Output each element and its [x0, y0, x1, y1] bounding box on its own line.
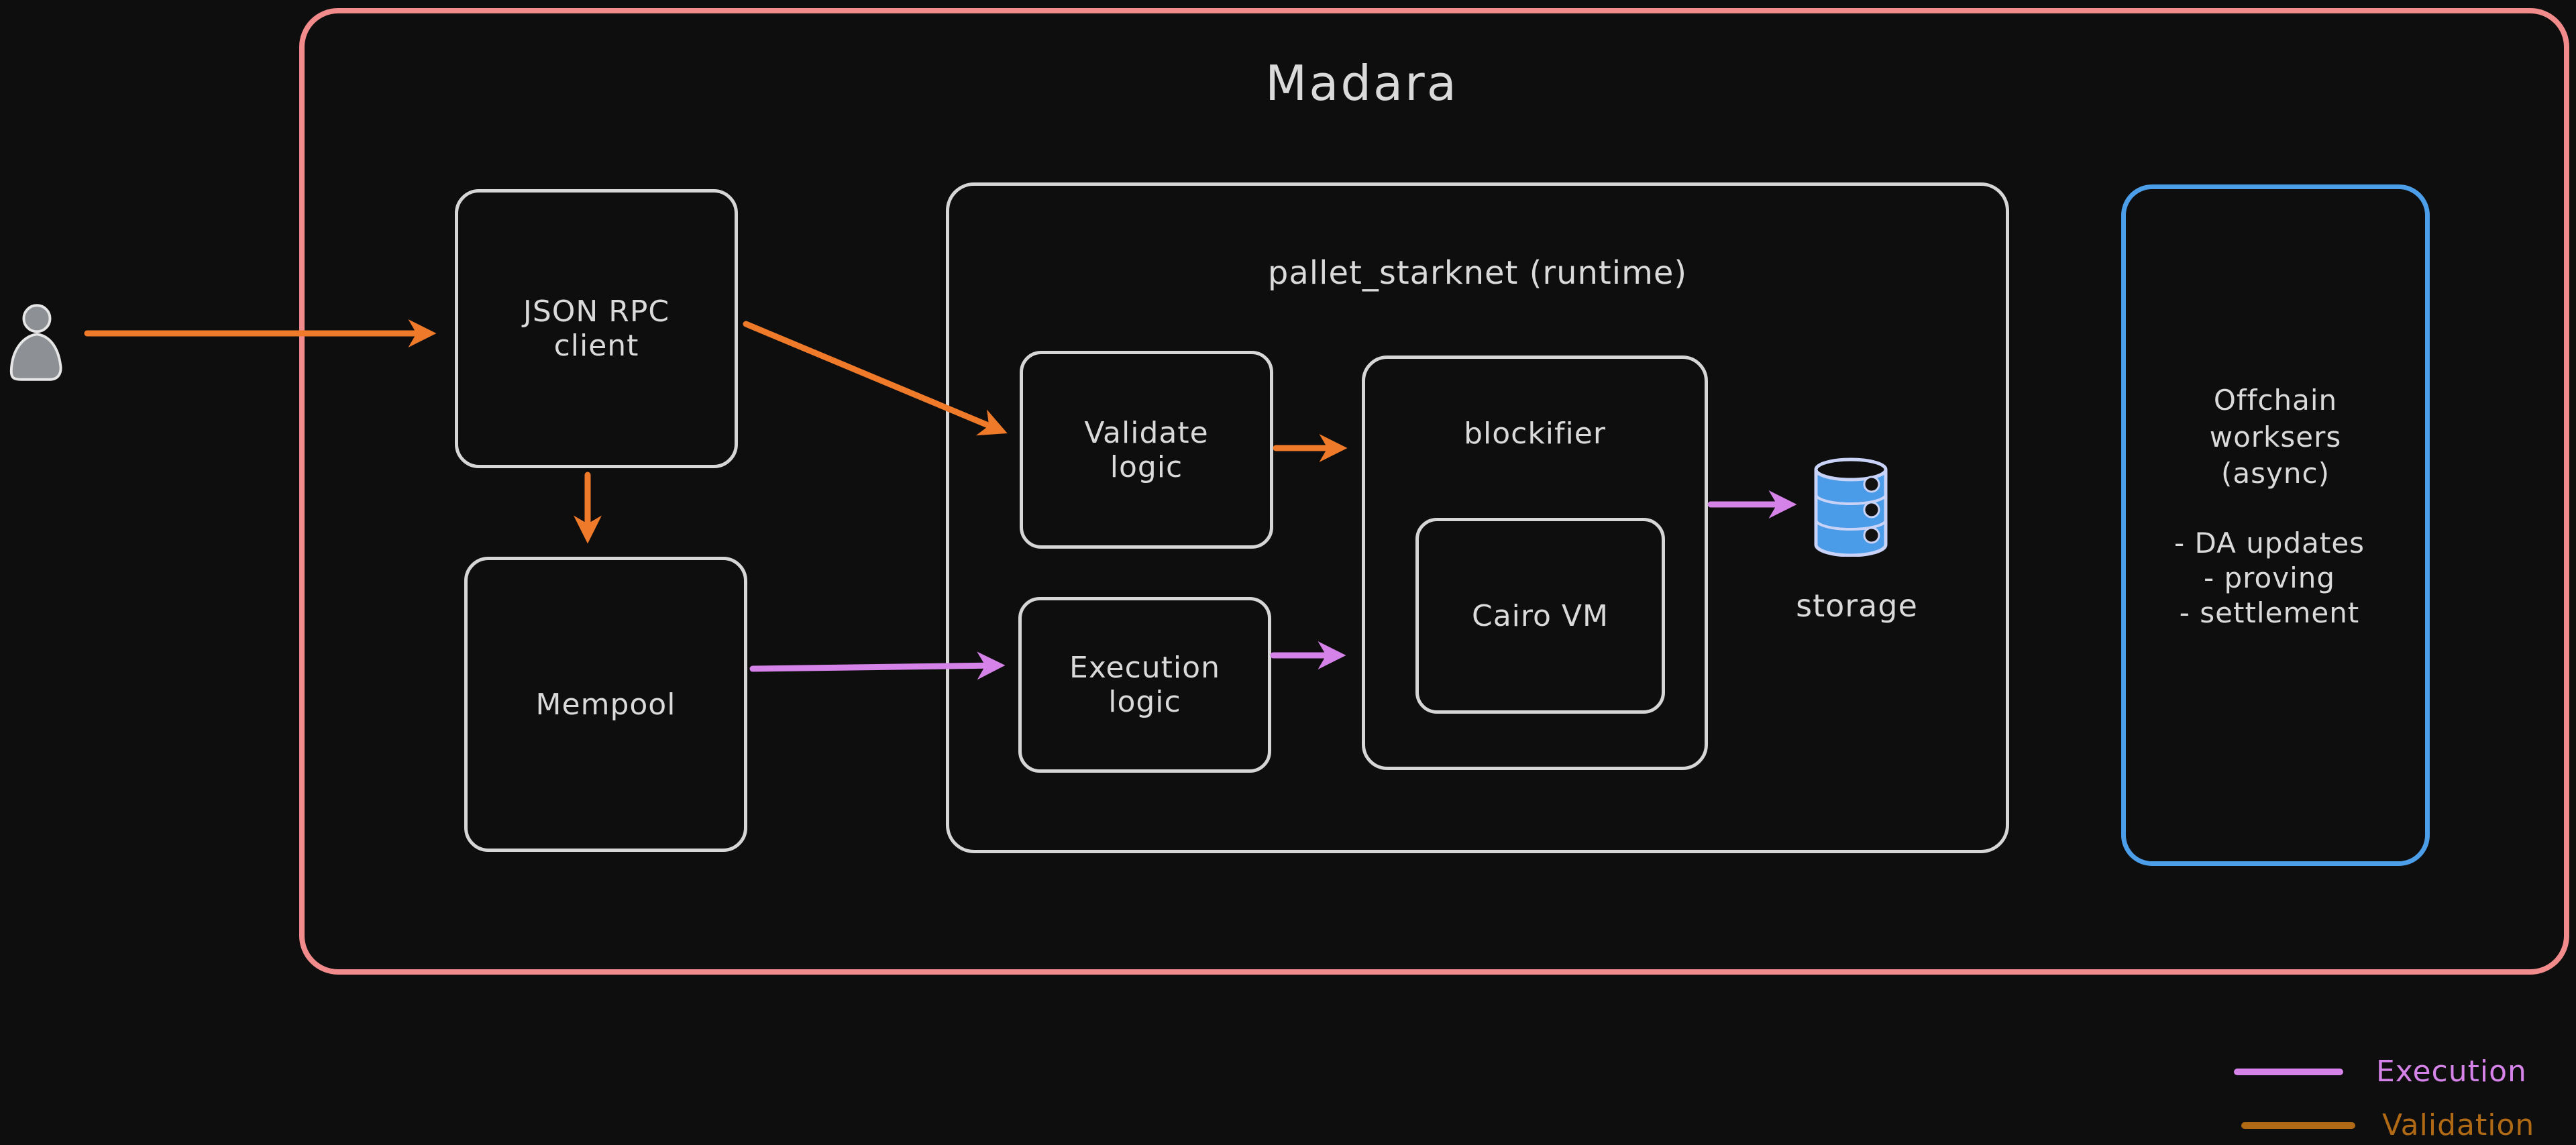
- node-json-rpc-client: JSON RPC client: [455, 189, 738, 468]
- madara-frame: [299, 8, 2569, 975]
- node-json-rpc-client-label: JSON RPC client: [523, 294, 670, 363]
- legend-execution-label: Execution: [2376, 1054, 2527, 1089]
- offchain-item-settlement: - settlement: [2179, 596, 2360, 630]
- node-cairo-vm-label: Cairo VM: [1471, 598, 1609, 633]
- node-validate-logic: Validate logic: [1020, 351, 1273, 549]
- node-execution-logic-label: Execution logic: [1069, 651, 1220, 719]
- storage-cylinder-top: [1814, 457, 1888, 482]
- node-blockifier-label: blockifier: [1464, 417, 1606, 451]
- legend-validation-label: Validation: [2382, 1108, 2535, 1142]
- storage-label: storage: [1796, 588, 1918, 624]
- node-blockifier: blockifier: [1362, 356, 1708, 770]
- legend-validation-line: [2241, 1122, 2355, 1129]
- node-cairo-vm: Cairo VM: [1415, 518, 1665, 714]
- user-icon-body: [9, 333, 62, 381]
- node-validate-logic-label: Validate logic: [1084, 415, 1209, 484]
- offchain-item-proving: - proving: [2204, 561, 2336, 595]
- node-mempool-label: Mempool: [535, 687, 676, 722]
- container-offchain-workers: Offchain worksers (async) - DA updates -…: [2121, 184, 2430, 866]
- container-pallet-starknet-runtime-title: pallet_starknet (runtime): [1267, 254, 1688, 292]
- page-title: Madara: [1265, 55, 1458, 111]
- node-execution-logic: Execution logic: [1018, 597, 1271, 773]
- offchain-workers-list: - DA updates - proving - settlement: [2174, 526, 2365, 631]
- node-mempool: Mempool: [464, 557, 747, 852]
- user-icon: [9, 304, 62, 381]
- container-pallet-starknet-runtime: pallet_starknet (runtime): [946, 182, 2009, 853]
- legend-execution-line: [2234, 1069, 2343, 1075]
- offchain-workers-title: Offchain worksers (async): [2209, 384, 2342, 490]
- storage-database-icon: [1814, 457, 1888, 557]
- offchain-item-da-updates: - DA updates: [2174, 527, 2365, 559]
